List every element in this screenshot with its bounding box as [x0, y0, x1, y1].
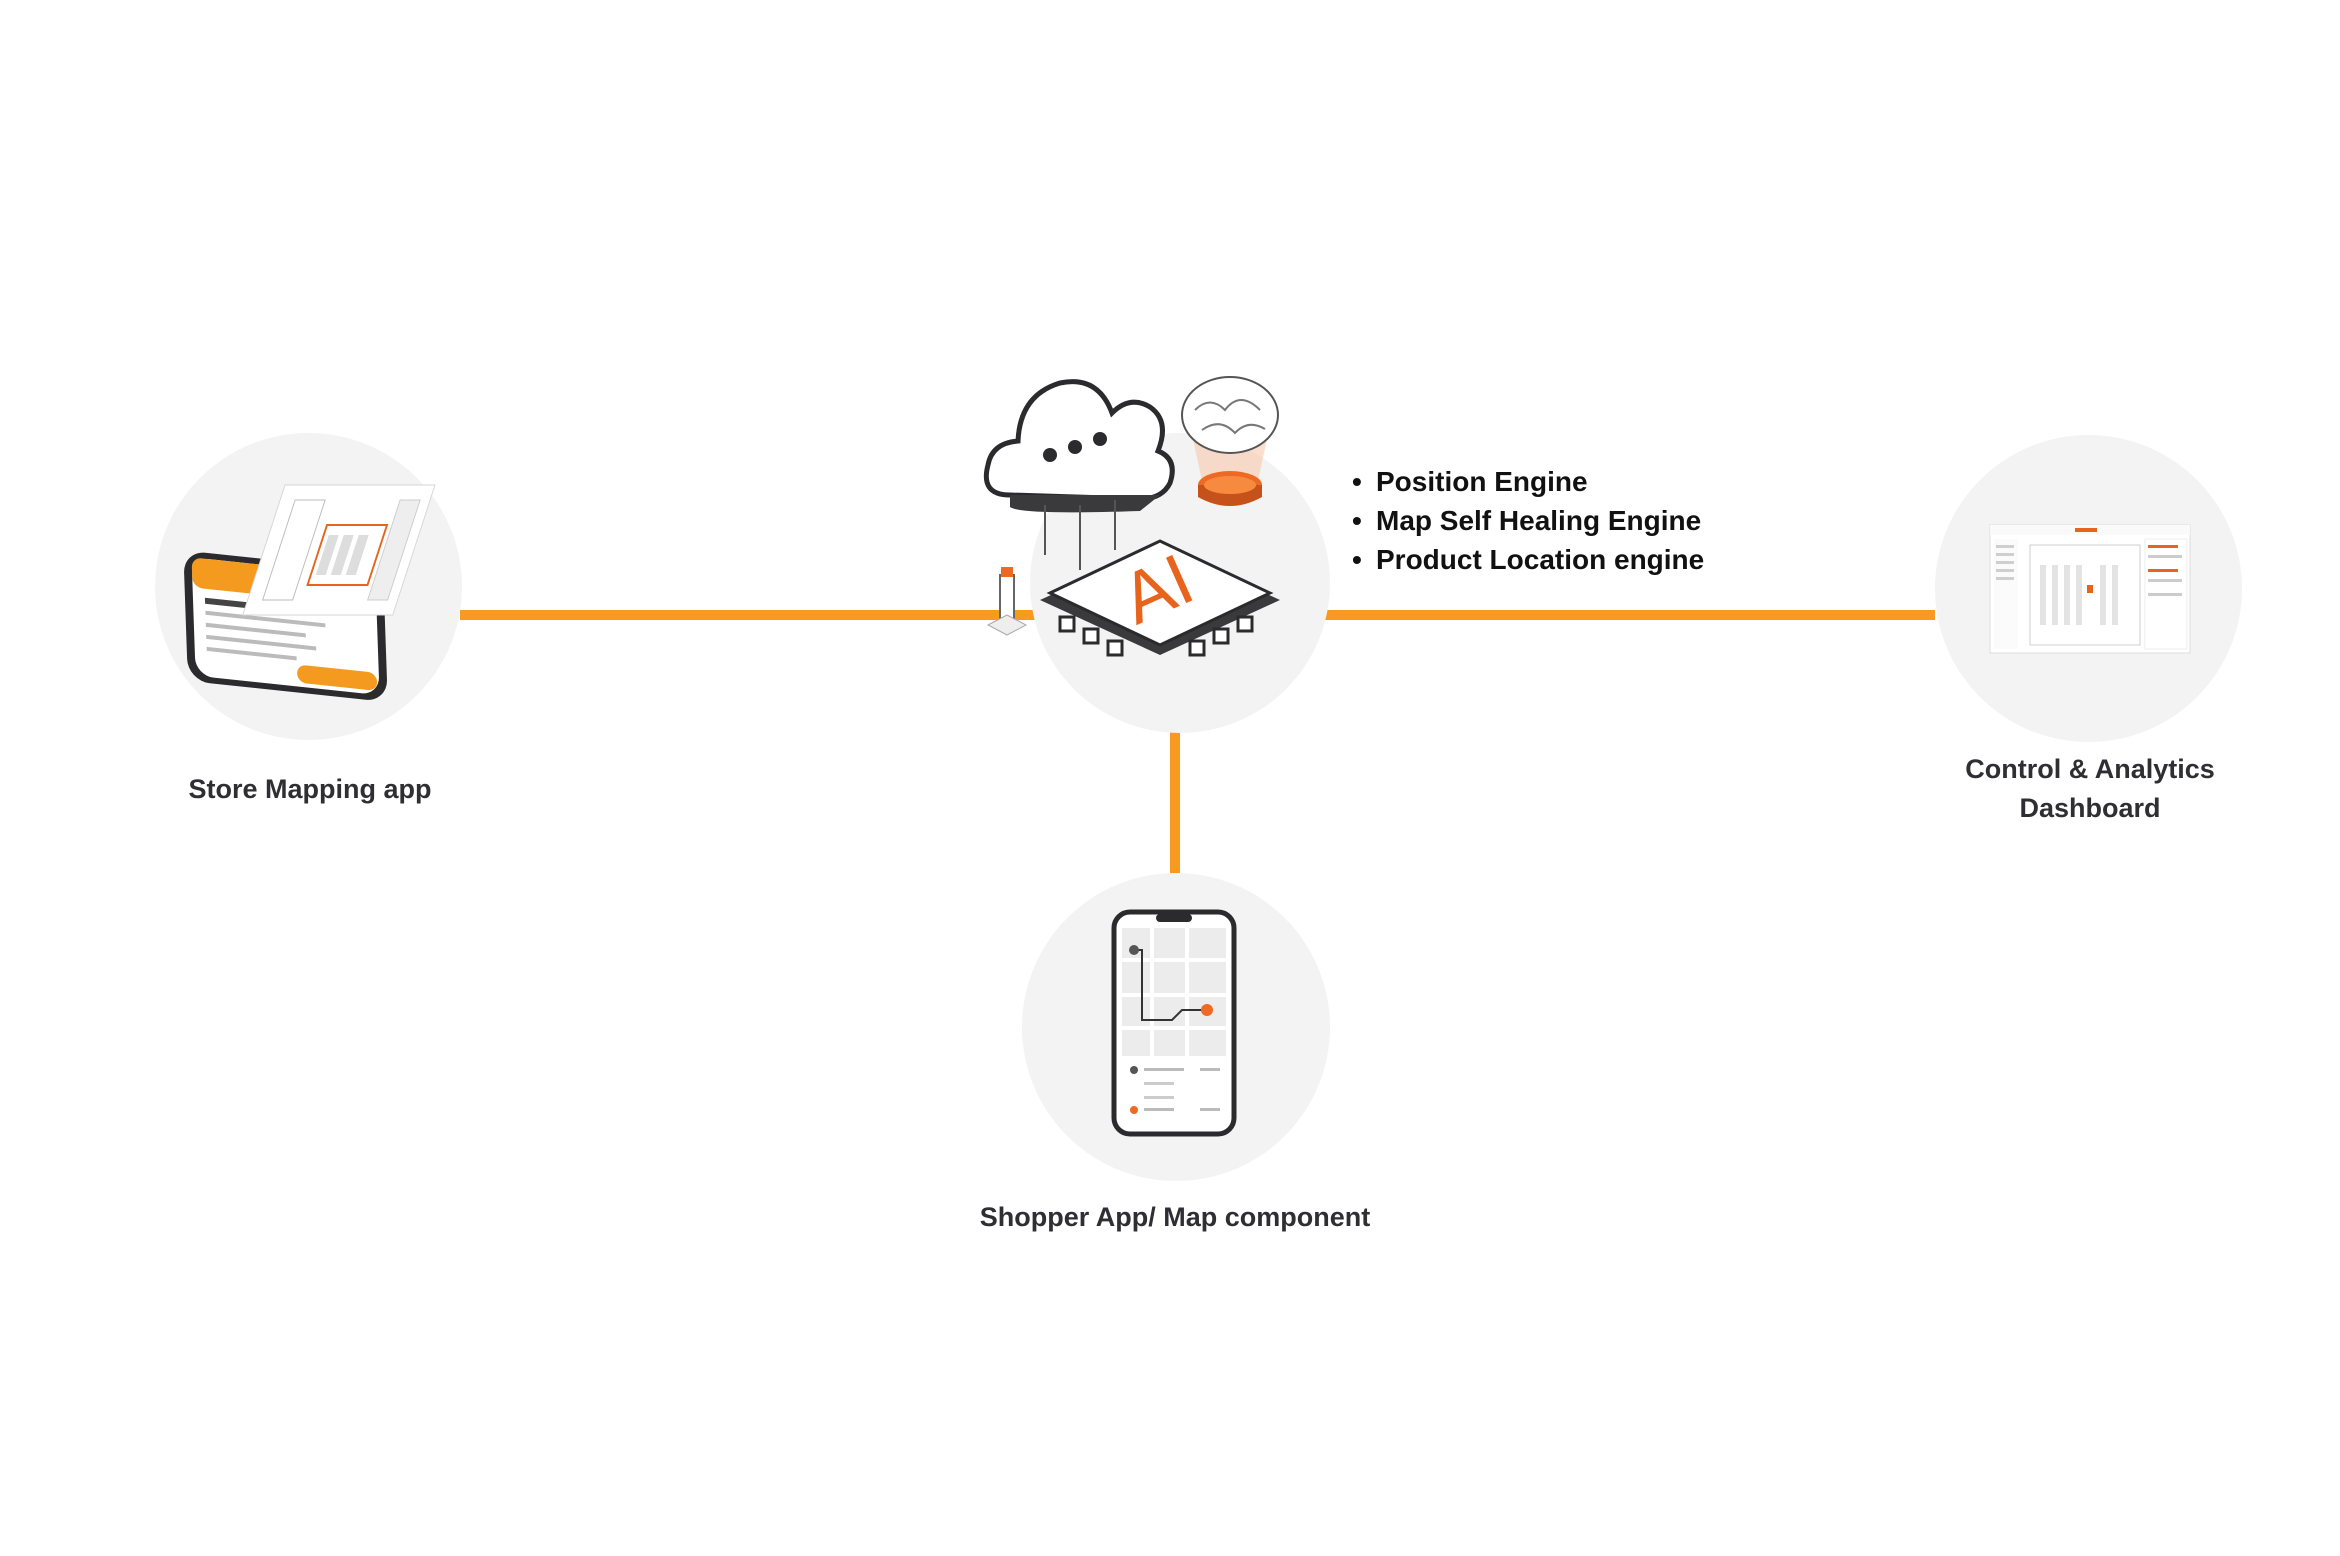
engine-item: Position Engine: [1350, 462, 1704, 501]
shopper-app-label: Shopper App/ Map component: [979, 1202, 1371, 1232]
ai-chip-icon: AI: [1040, 539, 1280, 657]
cloud-icon: [983, 379, 1175, 570]
dashboard-icon: [1989, 524, 2191, 654]
connector-hub-to-shopper-app: [1170, 725, 1180, 875]
connector-hub-to-dashboard: [1320, 610, 1935, 620]
dashboard-label: Control & Analytics Dashboard: [1930, 750, 2250, 828]
store-mapping-phone-icon: [184, 484, 436, 700]
connector-store-mapping-to-hub: [460, 610, 1035, 620]
store-mapping-label: Store Mapping app: [188, 774, 432, 804]
beacon-icon: [986, 567, 1028, 636]
engine-item: Map Self Healing Engine: [1350, 501, 1704, 540]
engine-item: Product Location engine: [1350, 540, 1704, 579]
smartphone-icon: [1111, 909, 1237, 1137]
brain-icon: [1181, 376, 1279, 506]
dashboard-label-line2: Dashboard: [2019, 793, 2161, 823]
dashboard-label-line1: Control & Analytics: [1965, 754, 2215, 784]
ai-hub-illustration: AI: [983, 376, 1280, 657]
engine-list: Position Engine Map Self Healing Engine …: [1350, 462, 1704, 579]
